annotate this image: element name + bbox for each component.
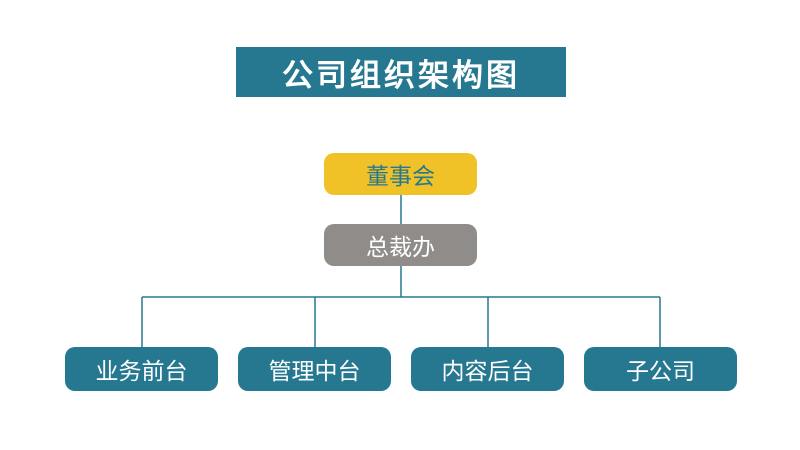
node-department: 子公司 xyxy=(584,347,737,391)
node-department: 内容后台 xyxy=(411,347,564,391)
node-department-label: 内容后台 xyxy=(441,359,534,385)
node-board-of-directors: 董事会 xyxy=(324,153,477,195)
node-department: 业务前台 xyxy=(65,347,218,391)
node-department-label: 子公司 xyxy=(626,359,695,385)
title-banner: 公司组织架构图 xyxy=(236,47,566,97)
node-department-label: 管理中台 xyxy=(268,359,361,385)
node-president-office: 总裁办 xyxy=(324,224,477,266)
node-board-label: 董事会 xyxy=(366,164,435,190)
node-president-office-label: 总裁办 xyxy=(366,235,435,261)
node-department-label: 业务前台 xyxy=(95,359,188,385)
node-department: 管理中台 xyxy=(238,347,391,391)
diagram-title: 公司组织架构图 xyxy=(282,57,520,94)
